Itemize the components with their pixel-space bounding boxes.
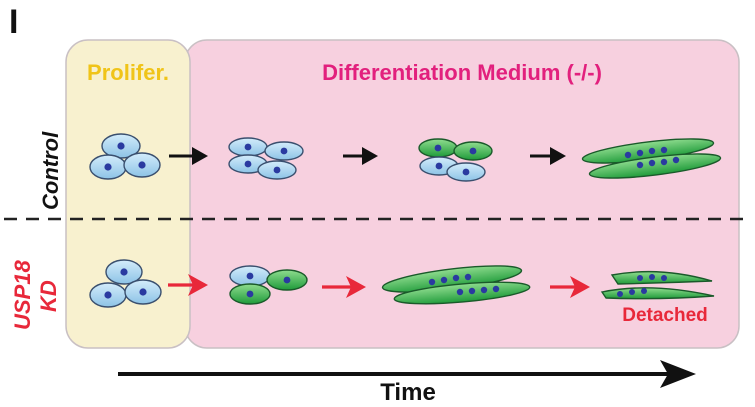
control-arrow-3 (530, 147, 566, 165)
time-axis-label: Time (380, 379, 436, 406)
differentiation-heading: Differentiation Medium (-/-) (322, 60, 602, 85)
kd-arrow-2 (322, 276, 366, 298)
row-label-control: Control (38, 131, 63, 210)
control-myoblast-cluster-2 (228, 137, 304, 180)
control-mixed-cluster (418, 138, 493, 182)
row-label-usp18: USP18 (10, 260, 35, 330)
kd-mixed-cluster (229, 265, 308, 305)
detached-label: Detached (622, 305, 708, 326)
kd-myotube (381, 265, 531, 305)
panel-label: I (9, 3, 18, 41)
kd-arrow-1 (168, 274, 208, 296)
proliferation-region (65, 39, 191, 349)
kd-arrow-3 (550, 276, 590, 298)
proliferation-heading: Prolifer. (87, 60, 169, 85)
row-label-kd: KD (36, 280, 61, 312)
control-arrow-1 (169, 147, 208, 165)
time-arrow (118, 360, 696, 388)
control-myoblast-cluster-1 (89, 133, 161, 180)
control-myotube (581, 138, 722, 179)
kd-myoblast-cluster (89, 259, 162, 308)
control-arrow-2 (343, 147, 378, 165)
kd-detached-myotube (600, 270, 715, 300)
